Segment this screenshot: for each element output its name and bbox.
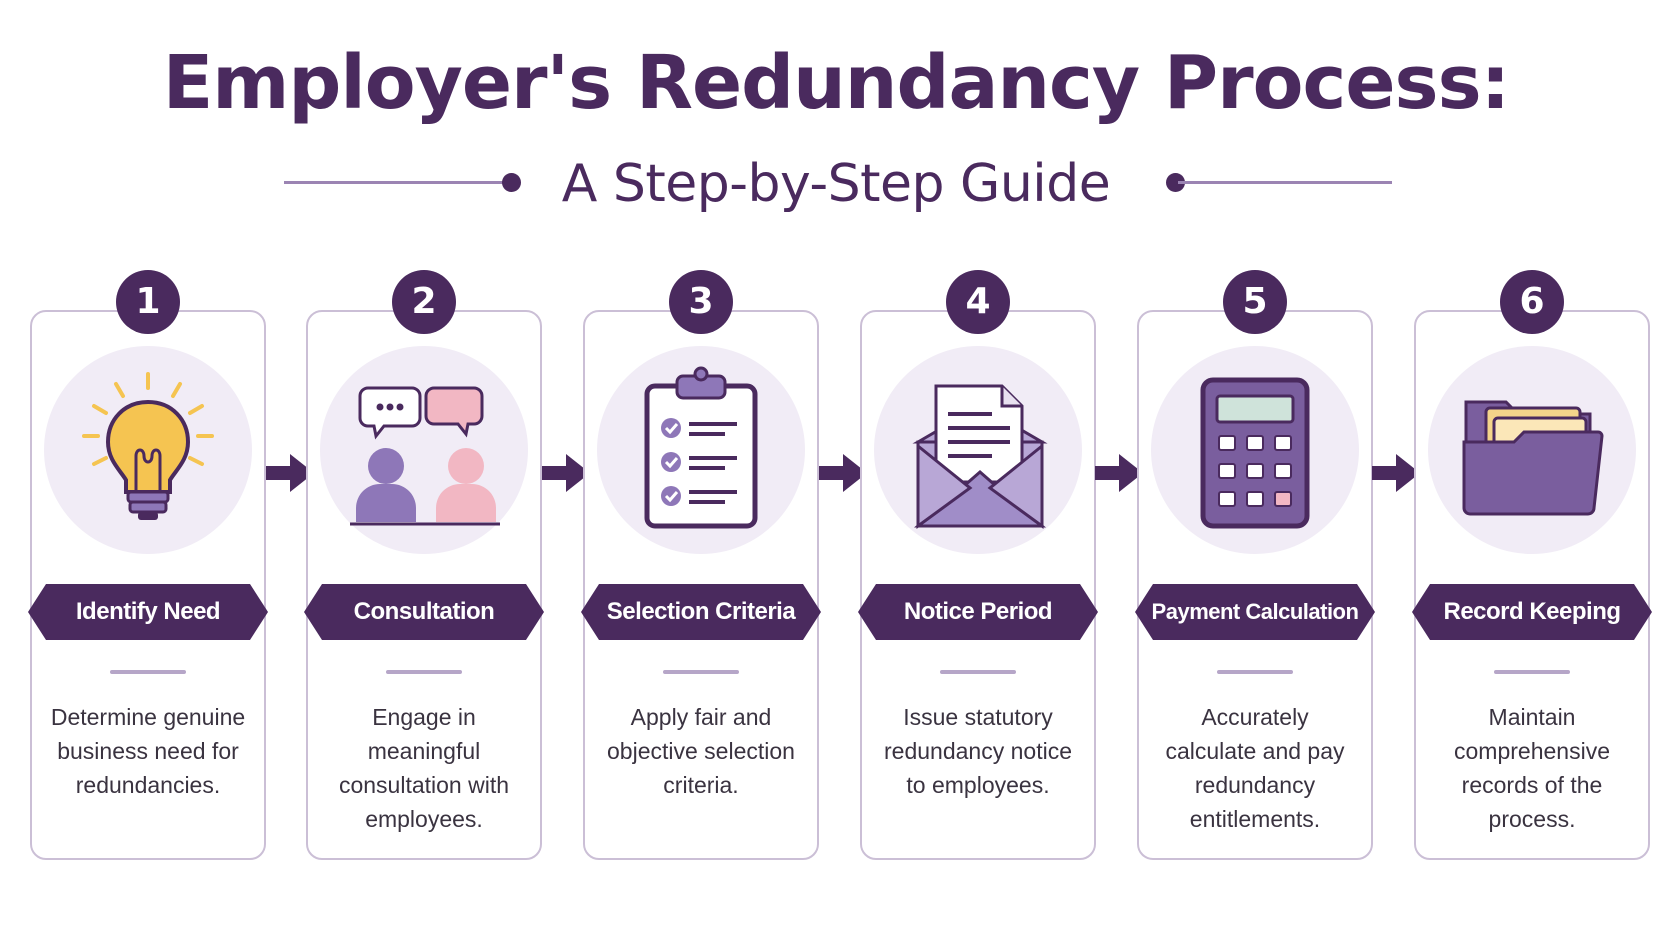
step-description: Engage in meaningful consultation with e… bbox=[338, 704, 510, 832]
arrow-right-icon bbox=[1372, 448, 1422, 498]
calculator-icon bbox=[1151, 346, 1359, 554]
subtitle-dot-right bbox=[1166, 173, 1185, 192]
step-divider bbox=[663, 670, 739, 674]
step-3: 3 Selection Criteria Apply fair and obje… bbox=[581, 270, 821, 860]
step-5: 5 Payment Calculation Accurately calcula… bbox=[1135, 270, 1375, 860]
step-description: Accurately calculate and pay redundancy … bbox=[1165, 704, 1345, 832]
subtitle-dot-left bbox=[502, 173, 521, 192]
step-description: Maintain comprehensive records of the pr… bbox=[1454, 704, 1610, 832]
folder-icon bbox=[1428, 346, 1636, 554]
step-divider bbox=[386, 670, 462, 674]
arrow-right-icon bbox=[266, 448, 316, 498]
step-title-banner: Selection Criteria bbox=[581, 584, 821, 640]
step-number-badge: 2 bbox=[392, 270, 456, 334]
step-divider bbox=[1217, 670, 1293, 674]
step-number-badge: 4 bbox=[946, 270, 1010, 334]
step-title: Selection Criteria bbox=[606, 598, 796, 625]
step-number-badge: 5 bbox=[1223, 270, 1287, 334]
step-description: Determine genuine business need for redu… bbox=[50, 704, 246, 798]
step-divider bbox=[1494, 670, 1570, 674]
step-description: Apply fair and objective selection crite… bbox=[607, 704, 795, 798]
envelope-letter-icon bbox=[874, 346, 1082, 554]
step-divider bbox=[940, 670, 1016, 674]
step-title-banner: Payment Calculation bbox=[1135, 584, 1375, 640]
conversation-icon bbox=[320, 346, 528, 554]
page-title: Employer's Redundancy Process: bbox=[162, 40, 1510, 126]
step-title: Consultation bbox=[353, 598, 495, 625]
subtitle-rule-right bbox=[1178, 181, 1392, 184]
step-title: Notice Period bbox=[903, 598, 1053, 625]
step-number-badge: 3 bbox=[669, 270, 733, 334]
step-6: 6 Record Keeping Maintain comprehensive … bbox=[1412, 270, 1652, 860]
arrow-right-icon bbox=[1095, 448, 1145, 498]
step-title: Record Keeping bbox=[1443, 598, 1621, 625]
arrow-right-icon bbox=[819, 448, 869, 498]
arrow-right-icon bbox=[542, 448, 592, 498]
step-title-banner: Identify Need bbox=[28, 584, 268, 640]
step-title-banner: Consultation bbox=[304, 584, 544, 640]
step-divider bbox=[110, 670, 186, 674]
lightbulb-icon bbox=[44, 346, 252, 554]
subtitle-row: A Step-by-Step Guide bbox=[0, 148, 1672, 218]
step-1: 1 Identify Need Determine genuine busine… bbox=[28, 270, 268, 860]
step-title: Identify Need bbox=[75, 598, 221, 625]
step-2: 2 Consultation Engage in meaningful cons… bbox=[304, 270, 544, 860]
subtitle-rule-left bbox=[284, 181, 510, 184]
step-title-banner: Record Keeping bbox=[1412, 584, 1652, 640]
page-subtitle: A Step-by-Step Guide bbox=[561, 154, 1111, 214]
step-title: Payment Calculation bbox=[1151, 599, 1359, 624]
step-number-badge: 6 bbox=[1500, 270, 1564, 334]
clipboard-checklist-icon bbox=[597, 346, 805, 554]
step-title-banner: Notice Period bbox=[858, 584, 1098, 640]
step-4: 4 Notice Period Issue statutory redundan… bbox=[858, 270, 1098, 860]
step-number-badge: 1 bbox=[116, 270, 180, 334]
step-description: Issue statutory redundancy notice to emp… bbox=[884, 704, 1072, 798]
